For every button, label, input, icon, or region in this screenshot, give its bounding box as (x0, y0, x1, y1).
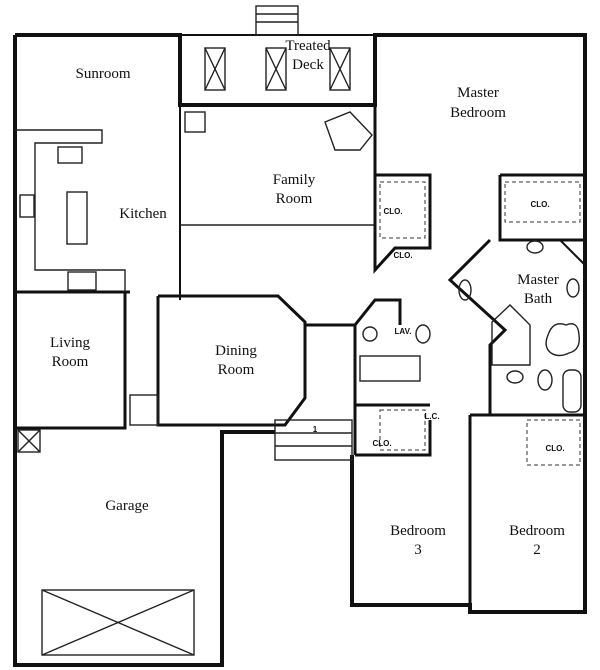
garage-door (17, 429, 195, 656)
label-step: 1 (313, 425, 318, 434)
label-bedroom2-line2: 2 (533, 542, 541, 558)
label-deck-line1: Treated (285, 38, 331, 54)
label-kitchen: Kitchen (119, 206, 167, 222)
label-bedroom2-line1: Bedroom (509, 523, 565, 539)
label-closet-3: CLO. (530, 200, 549, 209)
label-garage: Garage (105, 498, 149, 514)
label-bedroom3-line2: 3 (414, 542, 422, 558)
label-lav: LAV. (395, 327, 412, 336)
label-family-room-line2: Room (276, 191, 313, 207)
label-master-bath-line2: Bath (524, 291, 553, 307)
label-living-room-line1: Living (50, 335, 90, 351)
kitchen-counters (15, 129, 126, 292)
label-sunroom: Sunroom (75, 66, 130, 82)
label-closet-4: CLO. (372, 439, 391, 448)
label-master-bath-line1: Master (517, 272, 559, 288)
label-family-room-line1: Family (273, 172, 316, 188)
label-closet-2: CLO. (393, 251, 412, 260)
label-bedroom3-line1: Bedroom (390, 523, 446, 539)
entry-stairs (129, 394, 353, 461)
deck-planters (204, 47, 351, 91)
bath-fixtures (362, 240, 582, 413)
label-master-bedroom-line1: Master (457, 85, 499, 101)
interior-walls (15, 105, 586, 605)
label-dining-room-line1: Dining (215, 343, 257, 359)
label-deck-line2: Deck (292, 57, 324, 73)
label-master-bedroom-line2: Bedroom (450, 105, 506, 121)
label-closet-5: CLO. (545, 444, 564, 453)
closets (359, 181, 581, 466)
label-closet-1: CLO. (383, 207, 402, 216)
label-living-room-line2: Room (52, 354, 89, 370)
label-linen-closet: L.C. (424, 412, 439, 421)
fireplace (184, 111, 373, 151)
label-dining-room-line2: Room (218, 362, 255, 378)
deck-stairs (255, 5, 299, 36)
